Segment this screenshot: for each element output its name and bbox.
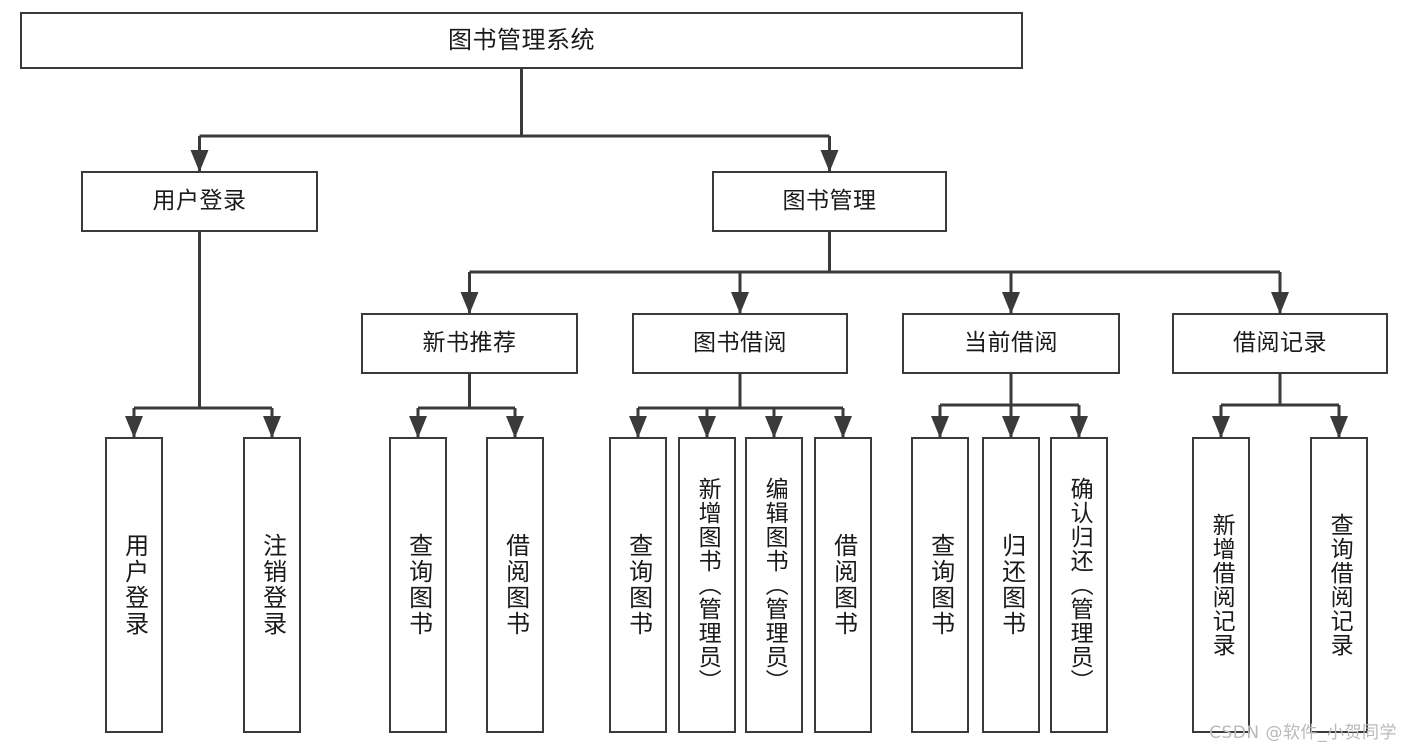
watermark: CSDN @软件_小贺同学 [1209,723,1397,743]
leaf-confirm-return-label: 确认归还（管理员） [1066,477,1093,693]
leaf-query-book-2[interactable]: 查询图书 [609,437,667,733]
node-user-login[interactable]: 用户登录 [81,171,318,232]
leaf-query-book-1[interactable]: 查询图书 [389,437,447,733]
leaf-logout[interactable]: 注销登录 [243,437,301,733]
leaf-query-book-3-label: 查询图书 [926,533,955,637]
leaf-add-book[interactable]: 新增图书（管理员） [678,437,736,733]
leaf-borrow-book-1[interactable]: 借阅图书 [486,437,544,733]
node-root[interactable]: 图书管理系统 [20,12,1023,69]
node-current-borrow[interactable]: 当前借阅 [902,313,1120,374]
leaf-user-login-label: 用户登录 [120,533,149,637]
node-book-mgmt[interactable]: 图书管理 [712,171,947,232]
node-root-label: 图书管理系统 [448,26,595,55]
leaf-query-borrow-record-label: 查询借阅记录 [1326,513,1353,657]
node-book-borrow-label: 图书借阅 [693,329,787,356]
node-new-book-recommend-label: 新书推荐 [422,329,517,356]
leaf-borrow-book-1-label: 借阅图书 [501,533,530,637]
leaf-add-borrow-record[interactable]: 新增借阅记录 [1192,437,1250,733]
node-book-borrow[interactable]: 图书借阅 [632,313,848,374]
leaf-borrow-book-2[interactable]: 借阅图书 [814,437,872,733]
node-book-mgmt-label: 图书管理 [782,187,877,214]
node-new-book-recommend[interactable]: 新书推荐 [361,313,578,374]
leaf-return-book[interactable]: 归还图书 [982,437,1040,733]
leaf-return-book-label: 归还图书 [997,533,1026,637]
leaf-edit-book-label: 编辑图书（管理员） [761,477,788,693]
leaf-add-book-label: 新增图书（管理员） [694,477,721,693]
leaf-query-borrow-record[interactable]: 查询借阅记录 [1310,437,1368,733]
leaf-confirm-return[interactable]: 确认归还（管理员） [1050,437,1108,733]
node-user-login-label: 用户登录 [152,187,247,214]
leaf-query-book-2-label: 查询图书 [624,533,653,637]
leaf-query-book-3[interactable]: 查询图书 [911,437,969,733]
node-borrow-record-label: 借阅记录 [1233,329,1327,356]
leaf-add-borrow-record-label: 新增借阅记录 [1208,513,1235,657]
node-borrow-record[interactable]: 借阅记录 [1172,313,1388,374]
leaf-query-book-1-label: 查询图书 [404,533,433,637]
leaf-edit-book[interactable]: 编辑图书（管理员） [745,437,803,733]
leaf-borrow-book-2-label: 借阅图书 [829,533,858,637]
leaf-user-login[interactable]: 用户登录 [105,437,163,733]
leaf-logout-label: 注销登录 [258,533,287,637]
node-current-borrow-label: 当前借阅 [964,329,1058,356]
